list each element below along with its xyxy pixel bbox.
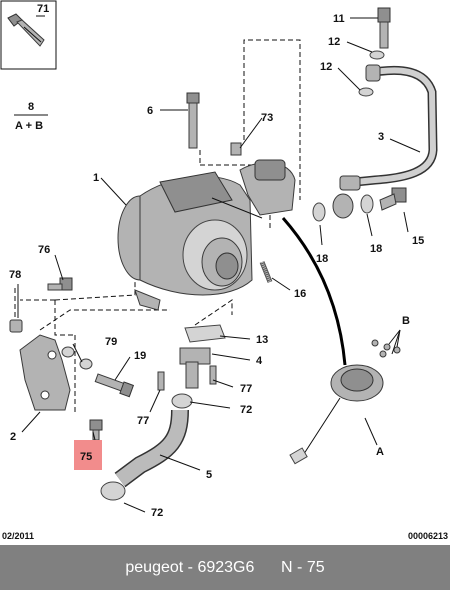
callout-19: 19 <box>134 350 146 362</box>
nut-79-b <box>79 358 93 370</box>
nut-78 <box>9 319 23 333</box>
callout-78: 78 <box>9 269 21 281</box>
footer-gap <box>254 559 281 577</box>
callout-13: 13 <box>256 334 268 346</box>
bolt-75 <box>89 419 103 441</box>
callout-77-left: 77 <box>137 415 149 427</box>
callout-79: 79 <box>105 336 117 348</box>
actuator-rod-link <box>281 217 347 366</box>
stud-77-b <box>209 365 217 385</box>
date-code: 02/2011 <box>2 531 35 541</box>
callout-18-right: 18 <box>370 243 382 255</box>
callout-75: 75 <box>80 451 92 463</box>
callout-71-frame <box>0 0 57 70</box>
footer-brand: peugeot <box>125 558 184 576</box>
oil-return-pipe-4 <box>179 347 211 389</box>
bracket-2 <box>19 334 71 411</box>
washer-12-top <box>369 50 385 60</box>
callout-8: 8 <box>28 101 34 113</box>
dashed-leaders <box>14 39 301 415</box>
footer-part-number: 6923G6 <box>197 558 255 576</box>
callout-72-upper: 72 <box>240 404 252 416</box>
callout-72-lower: 72 <box>151 507 163 519</box>
union-bolt-15 <box>379 187 407 211</box>
callout-12-top: 12 <box>328 36 340 48</box>
exploded-parts-diagram: 71 11 12 12 8 A + B 6 73 1 3 18 18 15 76… <box>0 0 438 519</box>
callout-1: 1 <box>93 172 99 184</box>
callout-B: B <box>402 315 410 327</box>
callout-73: 73 <box>261 112 273 124</box>
washer-12-lower <box>358 87 374 97</box>
bolt-6 <box>186 92 200 149</box>
footer-position-label: N - 75 <box>281 558 325 576</box>
bolt-76 <box>47 277 73 291</box>
callout-75-highlight <box>74 440 102 470</box>
bolt-71-drawing <box>7 13 45 47</box>
callout-18-left: 18 <box>316 253 328 265</box>
callout-76: 76 <box>38 244 50 256</box>
stud-77-a <box>157 371 165 391</box>
callout-5: 5 <box>206 469 212 481</box>
callout-15: 15 <box>412 235 424 247</box>
banjo-fitting <box>332 193 354 219</box>
callout-71: 71 <box>37 3 49 15</box>
oil-pipe-3 <box>339 64 438 191</box>
banjo-bolt-11 <box>377 7 391 49</box>
callout-77-right: 77 <box>240 383 252 395</box>
callout-4: 4 <box>256 355 263 367</box>
hardware-kit-b <box>371 339 401 358</box>
clamp-72-lower <box>100 481 126 501</box>
callout-12-lower: 12 <box>320 61 332 73</box>
callout-16: 16 <box>294 288 306 300</box>
callout-3: 3 <box>378 131 384 143</box>
bolt-19 <box>94 373 135 398</box>
callout-2: 2 <box>10 431 16 443</box>
turbocharger-1 <box>117 159 296 311</box>
drawing-number: 00006213 <box>407 531 448 541</box>
stud-16 <box>259 261 273 283</box>
footer-separator: - <box>183 558 198 576</box>
part-info-footer: peugeot - 6923G6 N - 75 <box>0 545 450 590</box>
hose-5-fill <box>115 409 188 486</box>
callout-8-subtitle: A + B <box>15 120 43 132</box>
callout-11: 11 <box>333 13 345 25</box>
washer-18-right <box>360 194 374 214</box>
clamp-72-upper <box>171 393 193 409</box>
nut-73 <box>230 142 242 156</box>
callout-A: A <box>376 446 384 458</box>
washer-18-left <box>312 202 326 222</box>
actuator-a <box>289 364 384 465</box>
callout-6: 6 <box>147 105 153 117</box>
leader-lines <box>17 15 421 513</box>
gasket-13 <box>184 324 226 343</box>
nut-79-a <box>61 346 75 358</box>
